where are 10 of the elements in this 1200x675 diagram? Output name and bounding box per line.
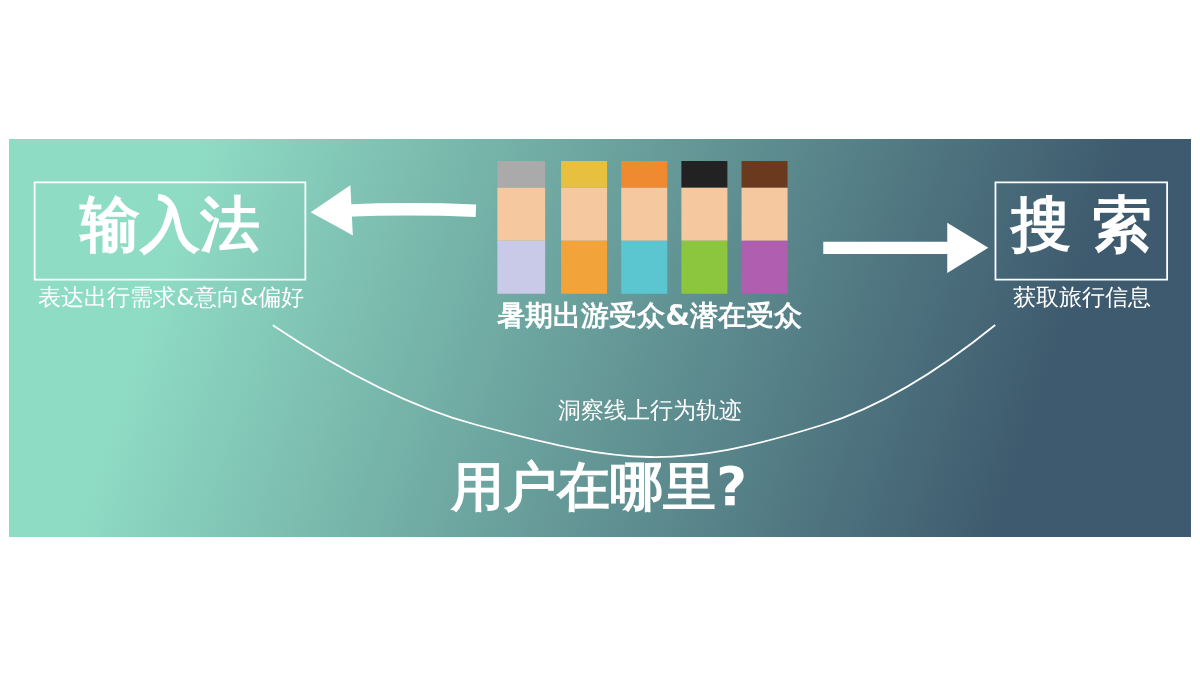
edge-label: 洞察线上行为轨迹 xyxy=(558,396,743,423)
node-label: 获取旅行信息 xyxy=(1013,283,1152,310)
node-label: 暑期出游受众&潜在受众 xyxy=(497,298,803,332)
arrow xyxy=(310,184,477,235)
node-label: 表达出行需求&意向&偏好 xyxy=(38,283,305,310)
connector xyxy=(272,323,997,458)
diagram-title: 用户在哪里? xyxy=(451,455,748,518)
arrow xyxy=(823,222,989,273)
node-box: 输入法 xyxy=(33,180,307,281)
node-box: 搜 索 xyxy=(994,180,1168,281)
